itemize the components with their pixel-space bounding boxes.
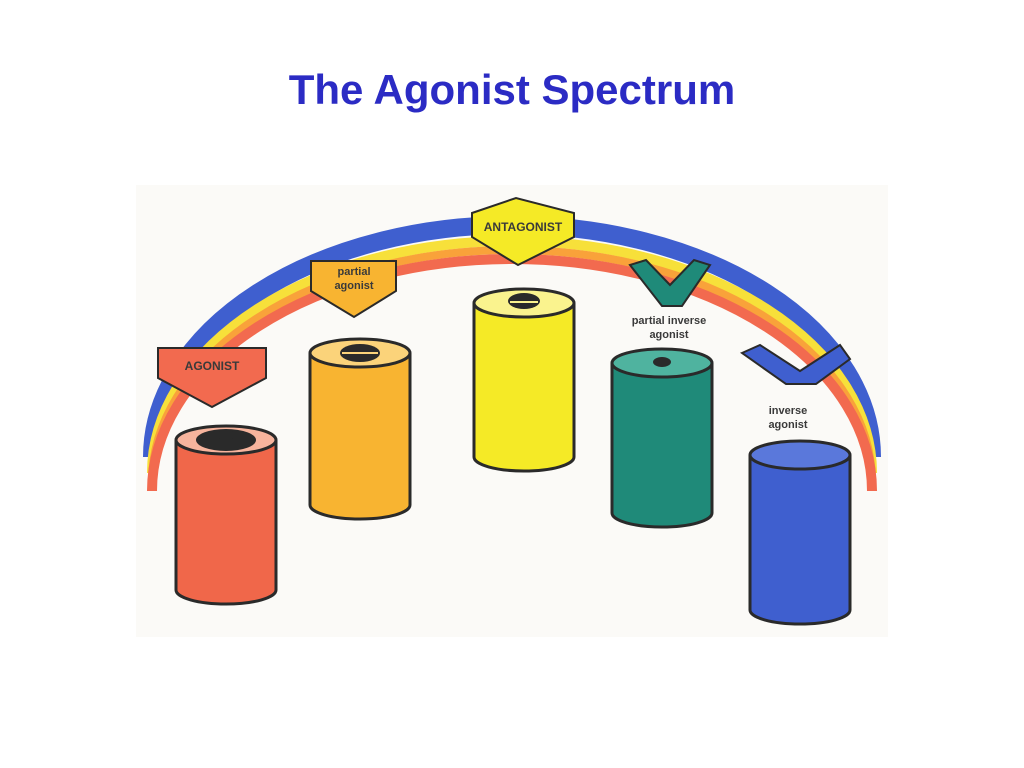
partial-inverse-agonist-group: partial inverse agonist (610, 258, 714, 529)
agonist-spectrum-diagram: AGONIST partial agonist ANTAGONIST (136, 185, 888, 637)
partial-inverse-agonist-label-line1: partial inverse (632, 315, 707, 327)
inverse-agonist-label-line1: inverse (769, 405, 808, 417)
agonist-label: AGONIST (185, 359, 240, 373)
partial-agonist-label-line2: agonist (334, 280, 373, 292)
partial-inverse-agonist-receptor-cylinder (610, 347, 714, 529)
inverse-agonist-label-line2: agonist (768, 419, 807, 431)
diagram-canvas: AGONIST partial agonist ANTAGONIST (136, 185, 888, 637)
agonist-ligand-shape: AGONIST (157, 347, 267, 409)
partial-agonist-ligand-shape: partial agonist (310, 260, 397, 319)
partial-agonist-group: partial agonist (308, 260, 412, 521)
partial-agonist-receptor-cylinder (308, 337, 412, 521)
partial-inverse-agonist-ligand-shape (628, 258, 712, 307)
partial-agonist-label-line1: partial (337, 266, 370, 278)
antagonist-label: ANTAGONIST (484, 220, 563, 234)
slide-title: The Agonist Spectrum (288, 66, 736, 113)
inverse-agonist-ligand-shape (739, 343, 852, 385)
inverse-agonist-receptor-cylinder (748, 439, 852, 626)
agonist-receptor-cylinder (174, 424, 278, 606)
antagonist-receptor-cylinder (472, 287, 576, 473)
partial-inverse-agonist-label-line2: agonist (649, 329, 688, 341)
agonist-group: AGONIST (157, 347, 278, 606)
antagonist-group: ANTAGONIST (471, 196, 576, 473)
antagonist-ligand-shape: ANTAGONIST (471, 196, 575, 267)
inverse-agonist-group: inverse agonist (739, 343, 852, 626)
